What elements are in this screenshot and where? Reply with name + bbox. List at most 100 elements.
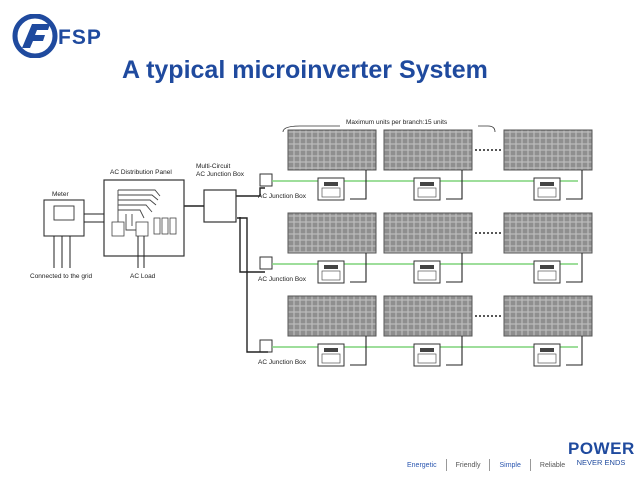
ac-junction-box — [259, 173, 273, 187]
dc-lead — [566, 336, 583, 366]
continuation-dot — [483, 315, 485, 317]
tagline-friendly: Friendly — [455, 461, 481, 469]
microinverter-fins — [321, 187, 341, 198]
microinverter-fins — [321, 353, 341, 364]
ac-load-label: AC Load — [130, 273, 156, 280]
tagline-reliable: Reliable — [539, 461, 566, 469]
solar-panel — [503, 129, 593, 171]
continuation-dot — [491, 232, 493, 234]
solar-panel — [383, 295, 473, 337]
meter-label: Meter — [52, 191, 69, 198]
continuation-dot — [495, 232, 497, 234]
continuation-dot — [495, 315, 497, 317]
power-subline: NEVER ENDS — [576, 458, 626, 467]
tagline-divider — [445, 459, 447, 471]
ac-junction-box-label: AC Junction Box — [258, 359, 307, 366]
meter-to-panel-cables — [84, 213, 104, 223]
max-units-brace-right — [478, 125, 496, 133]
load-breaker — [135, 221, 149, 237]
tagline-energetic: Energetic — [407, 461, 437, 469]
microinverter-plate — [324, 265, 338, 269]
microinverter-plate — [540, 182, 554, 186]
solar-panel — [383, 212, 473, 254]
dc-lead — [446, 253, 463, 283]
ac-load-cables — [137, 236, 145, 268]
continuation-dot — [491, 149, 493, 151]
microinverter-fins — [417, 353, 437, 364]
main-breaker — [111, 221, 125, 237]
microinverter-plate — [420, 182, 434, 186]
footer-tagline: Energetic Friendly Simple Reliable — [398, 458, 574, 472]
solar-panel — [503, 212, 593, 254]
ac-distribution-panel-label: AC Distribution Panel — [110, 169, 172, 176]
ac-junction-box-label: AC Junction Box — [258, 276, 307, 283]
logo-wordmark: FSP — [58, 26, 102, 49]
grid-cables — [53, 236, 71, 268]
multi-circuit-label-line1: Multi-Circuit — [196, 163, 231, 170]
ac-junction-box — [259, 339, 273, 353]
continuation-dot — [487, 232, 489, 234]
page-title: A typical microinverter System — [122, 56, 488, 84]
continuation-dot — [475, 315, 477, 317]
continuation-dot — [483, 149, 485, 151]
dc-lead — [350, 170, 367, 200]
tagline-simple: Simple — [499, 461, 521, 469]
continuation-dot — [483, 232, 485, 234]
panel-internal-wiring — [117, 189, 161, 231]
branch-breaker-3 — [169, 217, 177, 235]
microinverter-fins — [321, 270, 341, 281]
dc-lead — [566, 170, 583, 200]
microinverter-plate — [324, 182, 338, 186]
power-brand: POWER NEVER ENDS — [568, 439, 635, 468]
multi-circuit-junction-box — [203, 189, 237, 223]
solar-panel — [287, 129, 377, 171]
dc-lead — [566, 253, 583, 283]
continuation-dot — [499, 149, 501, 151]
continuation-dot — [475, 149, 477, 151]
microinverter-fins — [537, 353, 557, 364]
solar-panel — [287, 295, 377, 337]
continuation-dot — [499, 315, 501, 317]
solar-panel — [503, 295, 593, 337]
microinverter-plate — [420, 265, 434, 269]
ac-junction-box-label: AC Junction Box — [258, 193, 307, 200]
microinverter-plate — [540, 265, 554, 269]
dc-lead — [350, 253, 367, 283]
fsp-logo-icon — [12, 13, 58, 59]
continuation-dot — [491, 315, 493, 317]
multi-circuit-label-line2: AC Junction Box — [196, 171, 245, 178]
microinverter-fins — [537, 270, 557, 281]
microinverter-fins — [417, 270, 437, 281]
continuation-dot — [487, 315, 489, 317]
tagline-divider — [489, 459, 491, 471]
max-units-label: Maximum units per branch:15 units — [346, 119, 448, 126]
dc-lead — [350, 336, 367, 366]
ac-trunk-cables — [236, 187, 268, 353]
branch-breaker-1 — [153, 217, 161, 235]
tagline-divider — [529, 459, 531, 471]
fsp-logo — [10, 13, 110, 59]
panel-rows: AC Junction Box AC Junction Box AC Junctio… — [258, 129, 593, 367]
microinverter-plate — [324, 348, 338, 352]
dc-lead — [446, 336, 463, 366]
continuation-dot — [499, 232, 501, 234]
continuation-dot — [479, 315, 481, 317]
grid-label: Connected to the grid — [30, 273, 93, 280]
continuation-dot — [479, 232, 481, 234]
microinverter-plate — [540, 348, 554, 352]
max-units-brace-left — [282, 125, 340, 133]
microinverter-fins — [417, 187, 437, 198]
ac-junction-box — [259, 256, 273, 270]
solar-panel — [287, 212, 377, 254]
continuation-dot — [479, 149, 481, 151]
branch-breaker-2 — [161, 217, 169, 235]
continuation-dot — [475, 232, 477, 234]
solar-panel — [383, 129, 473, 171]
power-word: POWER — [568, 439, 635, 458]
microinverter-fins — [537, 187, 557, 198]
continuation-dot — [495, 149, 497, 151]
continuation-dot — [487, 149, 489, 151]
dc-lead — [446, 170, 463, 200]
meter-display — [53, 205, 75, 221]
